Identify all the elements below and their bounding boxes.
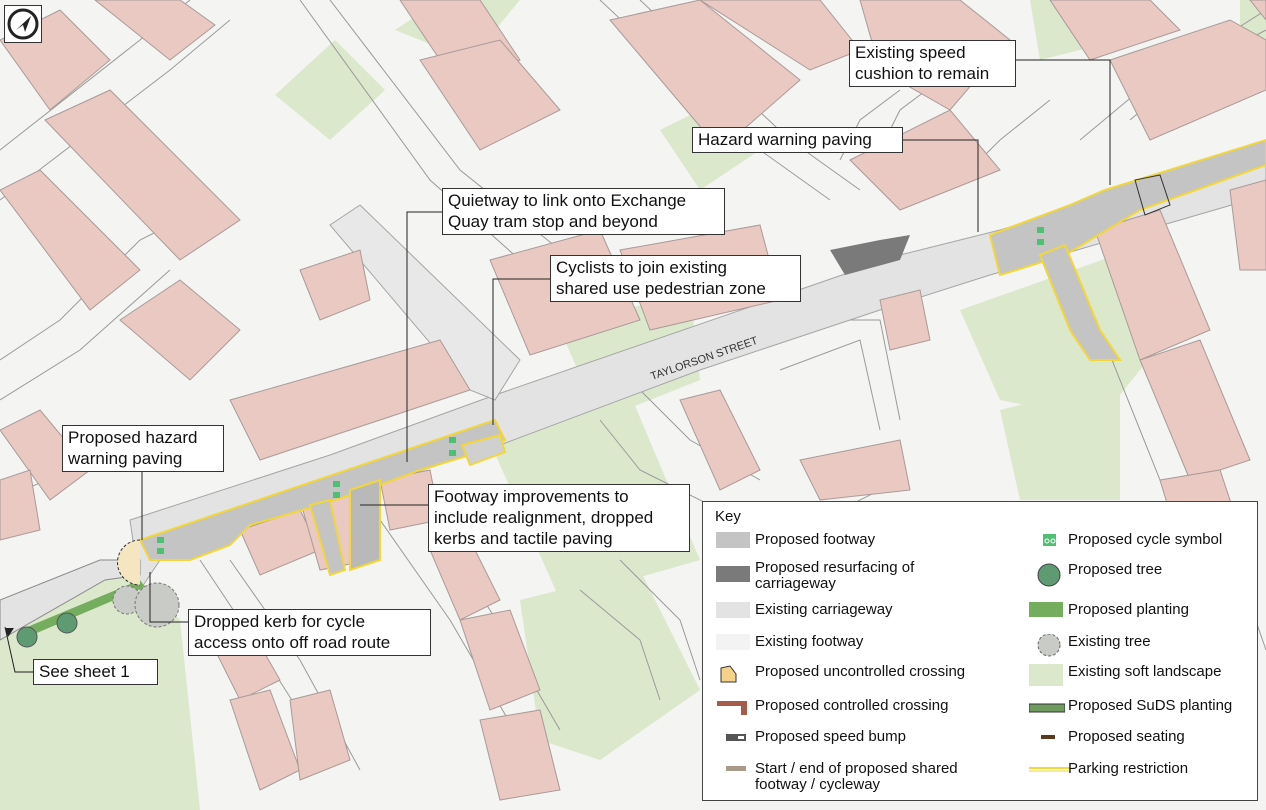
callout-speed-cushion: Existing speed cushion to remain [849,40,1016,87]
key-label: Existing carriageway [755,601,893,618]
cycle-symbol-icon [1029,532,1063,550]
key-label: Proposed planting [1068,601,1189,618]
proposed-tree [56,612,78,634]
key-label: Proposed SuDS planting [1068,697,1233,714]
speed-bump-icon [716,729,750,747]
controlled-crossing-icon [716,698,750,716]
map-key: Key Proposed footway Proposed resurfacin… [702,501,1258,801]
key-label: Existing footway [755,633,864,650]
key-label: Proposed speed bump [755,728,906,745]
proposed-footway-west [138,418,507,577]
key-label: Existing soft landscape [1068,663,1222,680]
key-label: Proposed uncontrolled crossing [755,663,966,680]
uncontrolled-crossing [117,539,141,586]
soft-landscape-swatch [1029,664,1063,686]
key-label: Proposed controlled crossing [755,697,949,714]
north-arrow-icon [4,5,42,43]
key-label: Proposed resurfacing of carriageway [755,559,915,592]
proposed-tree-icon [1029,562,1063,587]
key-label: Proposed seating [1068,728,1185,745]
key-label: Proposed footway [755,531,876,548]
seating-icon [1029,729,1063,747]
callout-cyclists-join: Cyclists to join existing shared use ped… [550,255,801,302]
callout-quietway: Quietway to link onto Exchange Quay tram… [442,188,725,235]
key-label: Existing tree [1068,633,1151,650]
key-label: Proposed cycle symbol [1068,531,1223,548]
footway-swatch [716,532,750,548]
parking-restriction-icon [1029,761,1069,779]
suds-planting-swatch [1028,698,1066,716]
cycle-symbols [157,227,1044,554]
uncontrolled-crossing-icon [716,664,750,683]
proposed-footway-east [830,138,1266,361]
callout-footway-improvements: Footway improvements to include realignm… [428,484,690,552]
see-sheet-arrow-icon [5,628,14,637]
key-title: Key [715,508,741,525]
callout-see-sheet-1: See sheet 1 [33,659,158,685]
existing-tree-icon [1029,633,1063,657]
resurfacing-swatch [716,566,750,582]
proposed-planting-strip [20,580,145,638]
leader-lines [4,59,1111,673]
existing-footway-swatch [716,634,750,650]
shared-footway-marker-icon [716,761,750,779]
callout-hazard-warning-paving: Hazard warning paving [692,127,903,153]
planting-swatch [1029,602,1063,617]
key-label: Start / end of proposed shared footway /… [755,760,958,793]
key-label: Proposed tree [1068,561,1163,578]
existing-tree [134,582,180,628]
carriageway-swatch [716,602,750,618]
proposed-tree [16,626,38,648]
callout-proposed-hazard-paving: Proposed hazard warning paving [62,425,224,472]
callout-dropped-kerb: Dropped kerb for cycle access onto off r… [188,609,431,656]
key-label: Parking restriction [1068,760,1189,777]
